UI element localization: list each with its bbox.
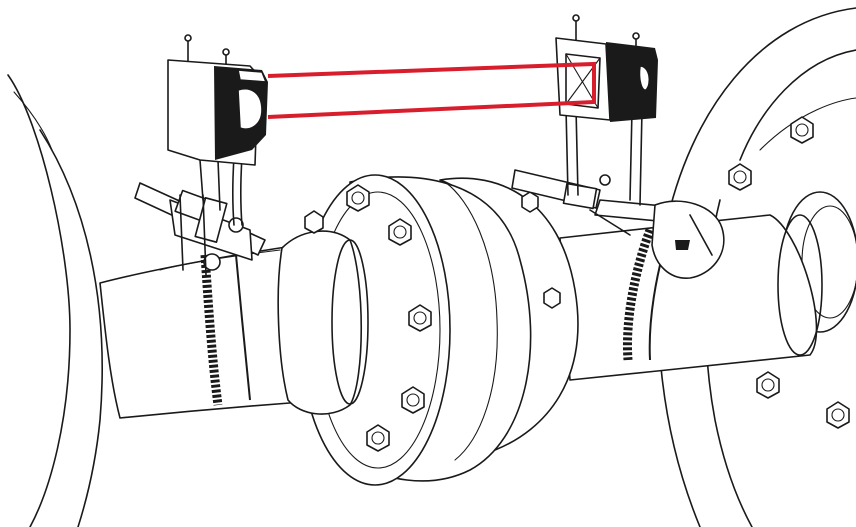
hex-bolt (388, 218, 412, 246)
hex-bolt (790, 116, 814, 144)
hex-bolt (728, 163, 752, 191)
hex-bolt (826, 401, 850, 429)
left-machine-housing (7, 74, 103, 527)
hex-bolt (304, 210, 324, 234)
laser-beam (267, 61, 596, 119)
right-flange-bolts (728, 116, 850, 429)
flange-coupling (277, 174, 579, 486)
right-bracket-rods (565, 107, 643, 206)
detector-unit (555, 14, 658, 122)
hex-bolt (401, 386, 425, 414)
hex-bolt (521, 191, 539, 213)
laser-emitter-unit (167, 34, 268, 166)
hex-bolt (756, 371, 780, 399)
hex-bolt (543, 287, 561, 309)
hex-bolt (346, 184, 370, 212)
left-chain-clamp (134, 182, 266, 406)
hex-bolt (408, 304, 432, 332)
hex-bolt (366, 424, 390, 452)
coupling-bolts (304, 184, 561, 452)
right-chain-clamp (511, 169, 725, 361)
